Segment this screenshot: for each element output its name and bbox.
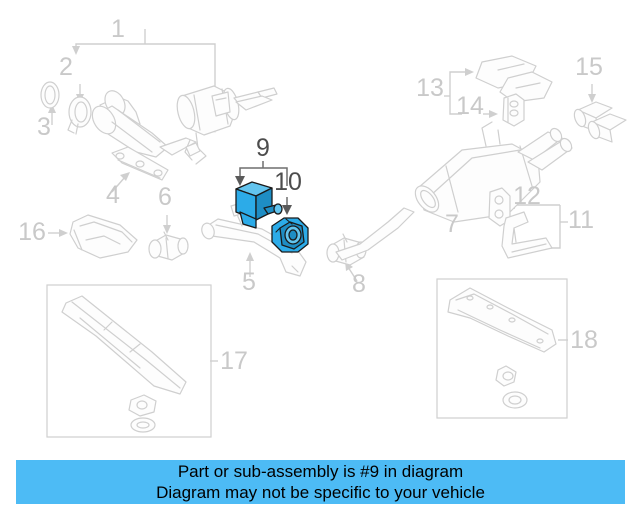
callout-label-6: 6 xyxy=(158,183,172,211)
part-17-box xyxy=(46,284,212,438)
part-catalytic-converter-assembly xyxy=(91,85,278,165)
callout-label-8: 8 xyxy=(352,270,366,298)
part-front-heat-shield xyxy=(69,214,138,259)
callout-label-5: 5 xyxy=(242,268,256,296)
callout-label-17: 17 xyxy=(220,347,248,375)
callout-label-7: 7 xyxy=(445,210,459,238)
part-tailpipe-tips xyxy=(573,101,627,143)
part-clamp-ring xyxy=(67,96,92,135)
callout-label-4: 4 xyxy=(106,181,120,209)
part-support-bracket xyxy=(501,211,553,259)
part-manifold-gasket xyxy=(111,146,169,181)
callout-label-3: 3 xyxy=(37,113,51,141)
callout-label-10: 10 xyxy=(274,168,302,196)
notice-banner: Part or sub-assembly is #9 in diagram Di… xyxy=(16,460,625,504)
part-seal-ring xyxy=(40,81,60,109)
part-9-hanger-bracket-highlighted xyxy=(235,181,283,229)
callout-label-14: 14 xyxy=(456,92,484,120)
callout-label-9: 9 xyxy=(256,134,270,162)
callout-label-12: 12 xyxy=(513,182,541,210)
part-muffler xyxy=(335,121,573,261)
callout-label-16: 16 xyxy=(18,218,46,246)
callout-label-15: 15 xyxy=(575,53,603,81)
callout-label-13: 13 xyxy=(416,74,444,102)
part-10-rubber-insulator-highlighted xyxy=(271,217,309,253)
callout-label-1: 1 xyxy=(111,15,125,43)
callout-label-11: 11 xyxy=(568,206,594,234)
callout-labels: 1 2 3 4 5 6 7 8 9 10 11 12 13 14 15 16 1… xyxy=(18,15,603,375)
callout-label-2: 2 xyxy=(59,53,73,81)
notice-banner-line-1: Part or sub-assembly is #9 in diagram xyxy=(177,462,464,481)
part-pipe-connector-sleeve xyxy=(148,231,189,261)
part-heat-shield-bracket xyxy=(502,93,525,127)
part-18-box xyxy=(436,278,568,419)
callout-label-18: 18 xyxy=(570,326,598,354)
notice-banner-line-2: Diagram may not be specific to your vehi… xyxy=(156,483,485,502)
